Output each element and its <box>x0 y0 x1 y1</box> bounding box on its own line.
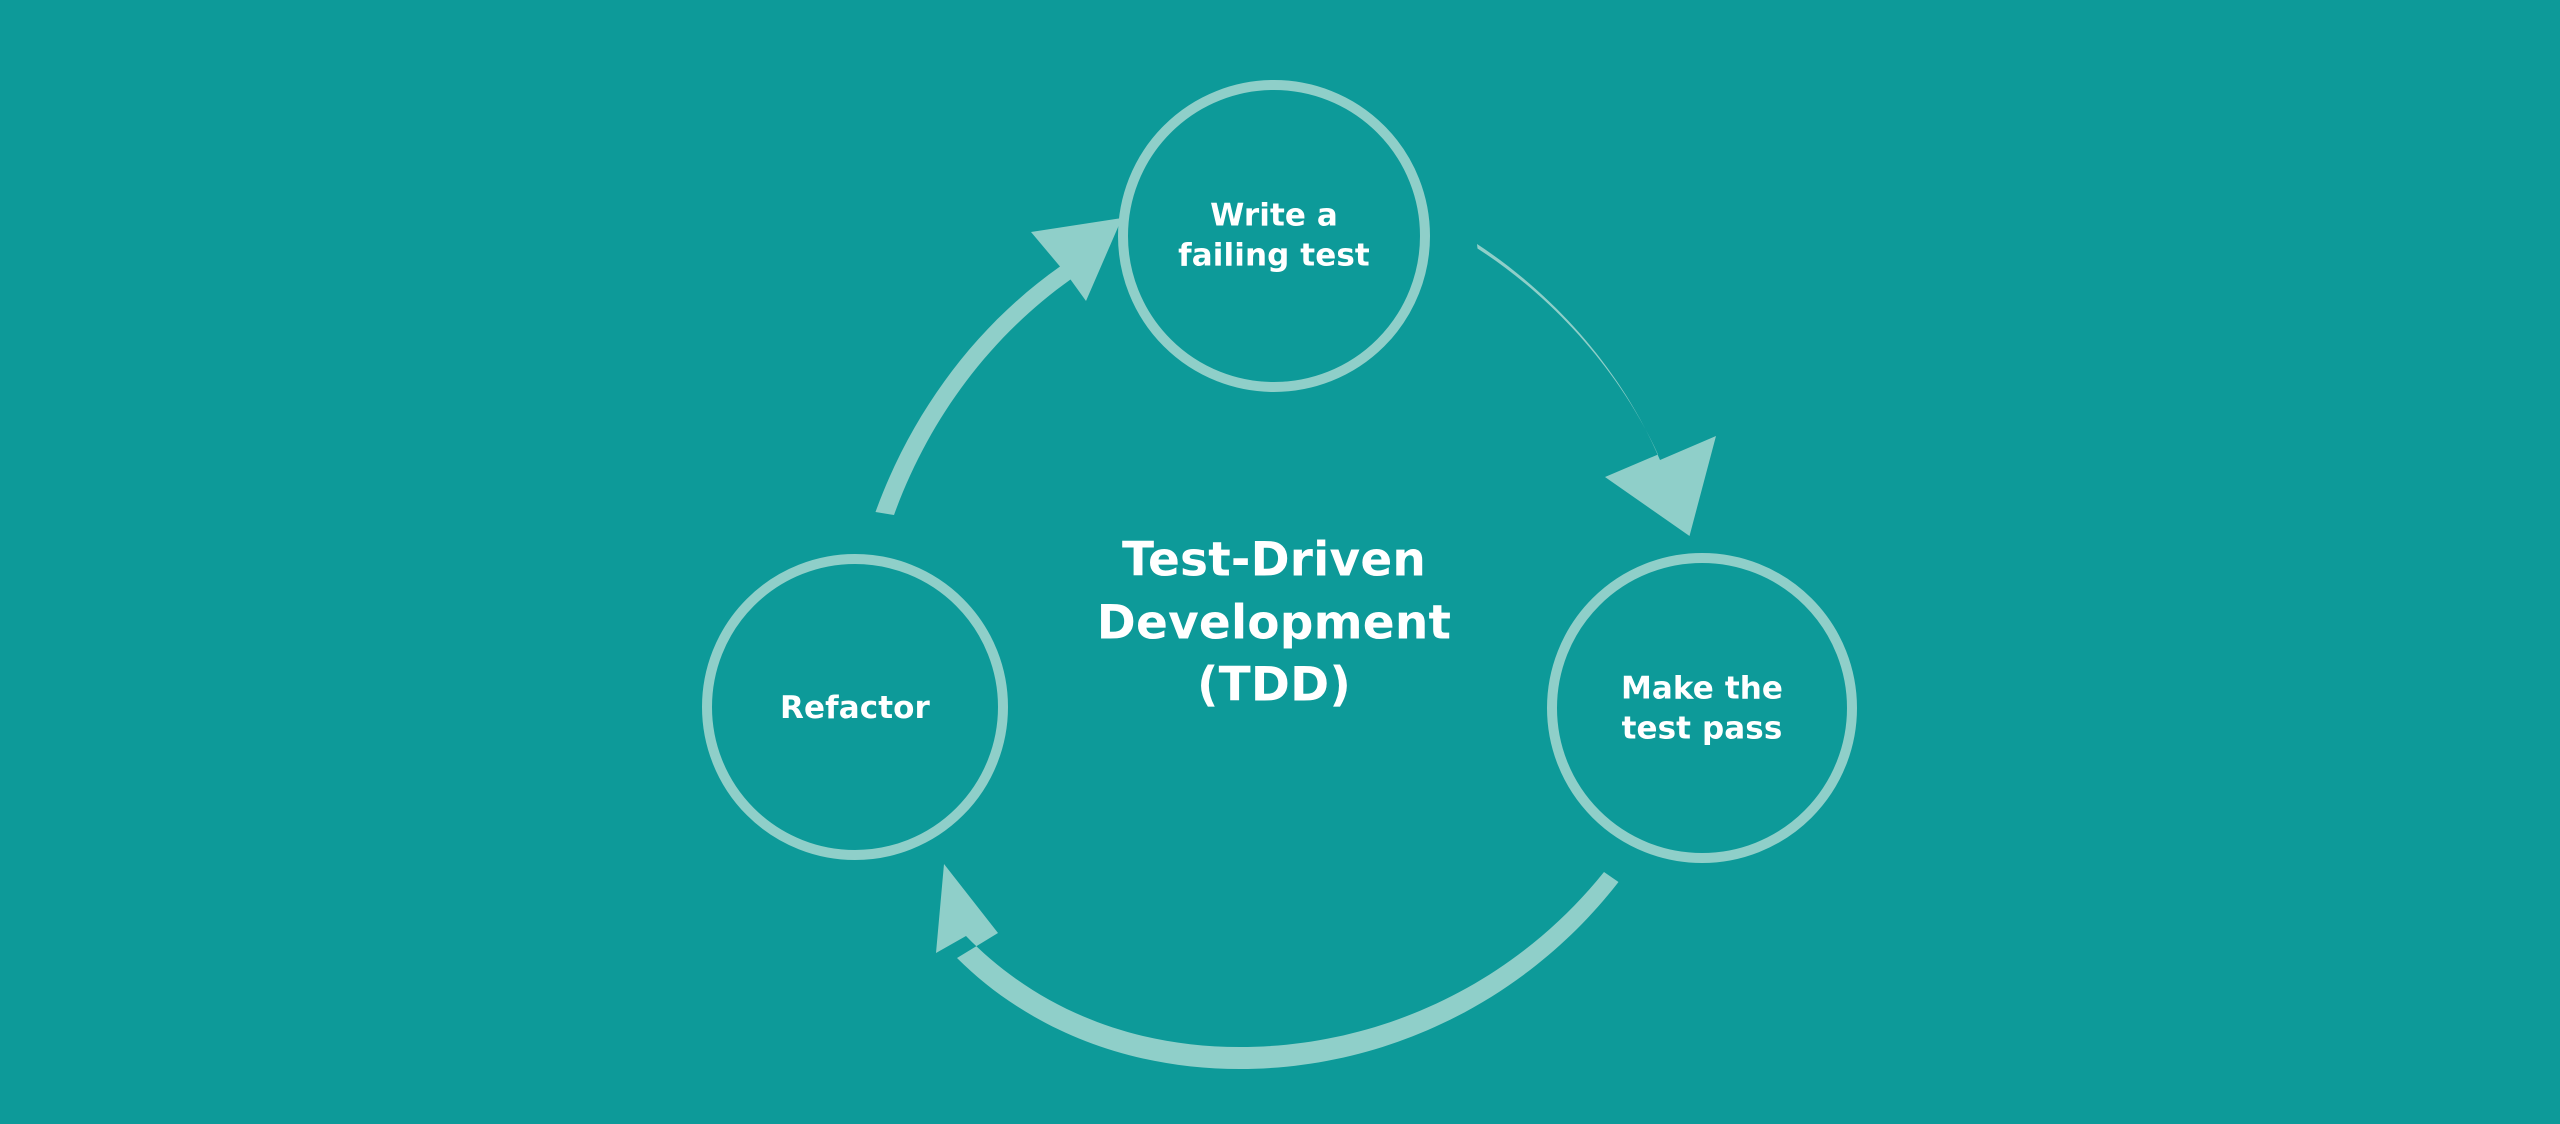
curved-arrow-icon <box>875 218 1122 515</box>
arrow-pass-to-refactor <box>936 864 1619 1069</box>
node-circle-make-test-pass[interactable] <box>1547 553 1857 863</box>
node-circle-refactor[interactable] <box>702 554 1008 860</box>
arrow-write-to-pass <box>1477 244 1716 536</box>
arrow-refactor-to-write <box>875 218 1122 515</box>
node-circle-write-failing-test[interactable] <box>1118 80 1430 392</box>
curved-arrow-icon <box>936 864 1619 1069</box>
curved-arrow-icon <box>1477 244 1716 536</box>
diagram-center-title: Test-Driven Development (TDD) <box>1096 532 1452 713</box>
